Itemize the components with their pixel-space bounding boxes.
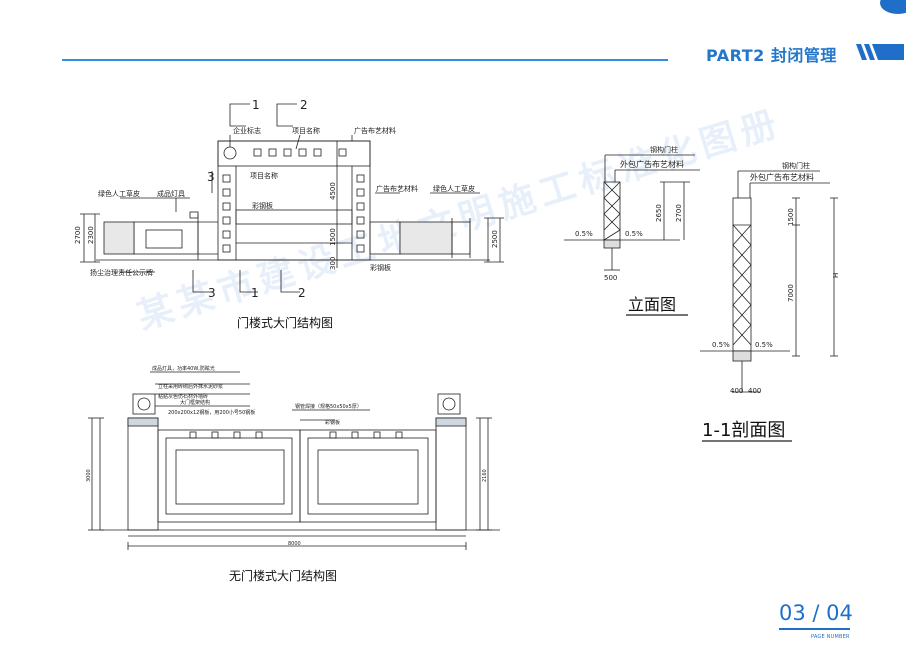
- sect-slope-left: 0.5%: [712, 341, 730, 349]
- dim-2700: 2700: [74, 226, 82, 244]
- label-ad-cloth: 广告布艺材料: [354, 126, 396, 135]
- marker-3: 3: [207, 170, 215, 184]
- slash-decoration-icon: [856, 44, 904, 60]
- label-floodlight: 成品灯具: [157, 189, 185, 198]
- sect-dim-400b: 400: [748, 387, 761, 395]
- ng-pillar-note2: 粘贴灰色仿石材外墙砖: [158, 393, 208, 400]
- sect-slope-right: 0.5%: [755, 341, 773, 349]
- dim-4500: 4500: [329, 182, 337, 200]
- gate-tower-caption: 门楼式大门结构图: [237, 316, 334, 330]
- dim-1500: 1500: [329, 228, 337, 246]
- label-color-steel-2: 彩钢板: [370, 263, 391, 272]
- label-project-name: 项目名称: [292, 126, 320, 135]
- label-green-lawn-right: 绿色人工草皮: [433, 184, 475, 193]
- section-drawing: [700, 170, 838, 442]
- sect-dim-H: H: [832, 273, 840, 278]
- label-company-logo: 企业标志: [233, 126, 261, 135]
- marker-1b: 1: [251, 286, 259, 300]
- sect-wrap: 外包广告布艺材料: [750, 172, 814, 182]
- elev-slope-left: 0.5%: [575, 230, 593, 238]
- sect-steel-post: 钢构门柱: [782, 161, 810, 170]
- ng-gate-note: 钢管焊接（规格50x50x5厚）: [295, 403, 362, 410]
- elev-dim-500: 500: [604, 274, 617, 282]
- elevation-title: 立面图: [628, 295, 676, 314]
- dim-300: 300: [329, 257, 337, 270]
- label-green-lawn-left: 绿色人工草皮: [98, 189, 140, 198]
- ng-dim-3000: 3000: [86, 469, 92, 482]
- ng-frame-note: 大门框架结构: [180, 399, 210, 406]
- elev-slope-right: 0.5%: [625, 230, 643, 238]
- page-number-label: PAGE NUMBER: [811, 634, 850, 640]
- marker-2: 2: [300, 98, 308, 112]
- gate-tower-drawing: [80, 103, 504, 293]
- marker-3b: 3: [208, 286, 216, 300]
- label-ad-cloth-2: 广告布艺材料: [376, 184, 418, 193]
- section-title: PART2 封闭管理: [706, 46, 837, 65]
- sect-dim-1500: 1500: [787, 208, 795, 226]
- label-color-steel: 彩钢板: [252, 201, 273, 210]
- label-dust-sign: 扬尘治理责任公示牌: [90, 268, 153, 277]
- no-tower-gate-drawing: [88, 371, 500, 550]
- ng-lamp-note: 成品灯具，功率40W,防眩光: [152, 365, 215, 372]
- elev-wrap: 外包广告布艺材料: [620, 159, 684, 169]
- dim-2500: 2500: [491, 230, 499, 248]
- sect-dim-7000: 7000: [787, 284, 795, 302]
- ng-steel-note: 200x200x12钢板，用200小号50钢板: [168, 409, 255, 416]
- elev-dim-2700: 2700: [675, 204, 683, 222]
- elevation-drawing: [564, 154, 700, 316]
- corner-badge: [880, 0, 906, 14]
- elev-dim-2650: 2650: [655, 204, 663, 222]
- ng-panel-note: 彩钢板: [325, 419, 340, 426]
- marker-1: 1: [252, 98, 260, 112]
- section-title: 1-1剖面图: [702, 420, 785, 441]
- no-tower-gate-caption: 无门楼式大门结构图: [229, 569, 338, 583]
- marker-2b: 2: [298, 286, 306, 300]
- page-number: 03 / 04: [779, 601, 853, 625]
- ng-dim-2160: 2160: [482, 469, 488, 482]
- elev-steel-post: 钢构门柱: [650, 145, 678, 154]
- ng-pillar-note: 立柱采用砖砌后外抹水泥砂浆: [158, 383, 223, 390]
- page-number-rule: [779, 628, 850, 630]
- sect-dim-400a: 400: [730, 387, 743, 395]
- header-rule: [62, 59, 668, 61]
- ng-dim-8000: 8000: [288, 541, 301, 547]
- label-project-name-2: 项目名称: [250, 171, 278, 180]
- dim-2300: 2300: [87, 226, 95, 244]
